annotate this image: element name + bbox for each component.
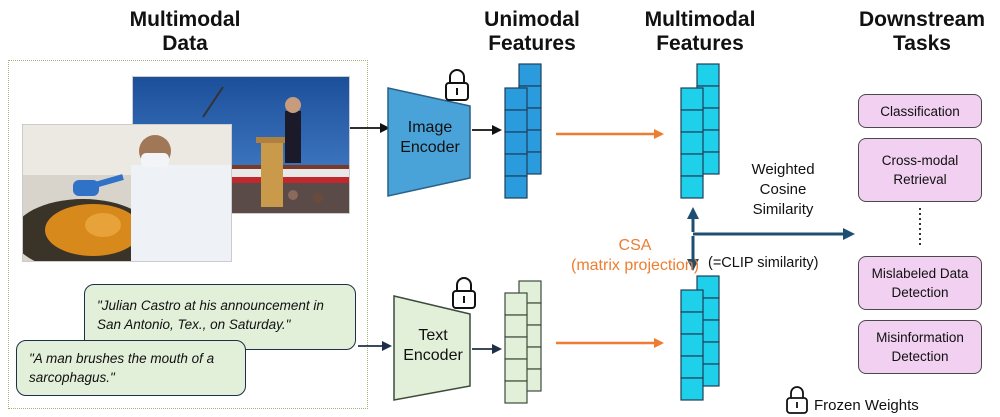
quote-castro: "Julian Castro at his announcement in Sa… — [84, 284, 356, 350]
text-encoder-shape — [393, 295, 471, 401]
task-mislabeled-data-detection: Mislabeled Data Detection — [858, 256, 982, 310]
csa-label: CSA (matrix projection) — [570, 236, 700, 276]
header-multimodal-features: Multimodal Features — [644, 8, 756, 55]
multimodal-text-features — [680, 275, 720, 401]
unimodal-text-features — [504, 280, 542, 404]
lock-icon-legend — [786, 386, 808, 414]
text-encoder-label: Text Encoder — [403, 327, 463, 364]
csa-label-line2: (matrix projection) — [570, 257, 700, 274]
quote-castro-text: "Julian Castro at his announcement in Sa… — [97, 298, 324, 332]
clip-similarity-label: (=CLIP similarity) — [708, 255, 819, 271]
quote-sarcophagus: "A man brushes the mouth of a sarcophagu… — [16, 340, 246, 396]
lock-icon-image-encoder — [445, 69, 469, 101]
header-unimodal-features: Unimodal Features — [484, 8, 580, 55]
lock-icon-text-encoder — [452, 277, 476, 309]
task-misinformation-detection: Misinformation Detection — [858, 320, 982, 374]
image-encoder-label: Image Encoder — [400, 119, 460, 156]
weighted-similarity-label: Weighted Cosine Similarity — [751, 161, 815, 218]
header-multimodal-data: Multimodal Data — [129, 8, 241, 55]
task-classification: Classification — [858, 94, 982, 128]
header-downstream-tasks: Downstream Tasks — [858, 8, 986, 55]
csa-label-line1: CSA — [618, 237, 652, 254]
data-region — [8, 60, 368, 409]
quote-sarcophagus-text: "A man brushes the mouth of a sarcophagu… — [29, 351, 215, 385]
legend-frozen-weights: Frozen Weights — [814, 397, 919, 414]
photo-sarcophagus — [22, 124, 232, 262]
image-encoder-shape — [387, 87, 471, 197]
multimodal-image-features — [680, 63, 720, 199]
task-cross-modal-retrieval: Cross-modal Retrieval — [858, 138, 982, 202]
unimodal-image-features — [504, 63, 542, 199]
